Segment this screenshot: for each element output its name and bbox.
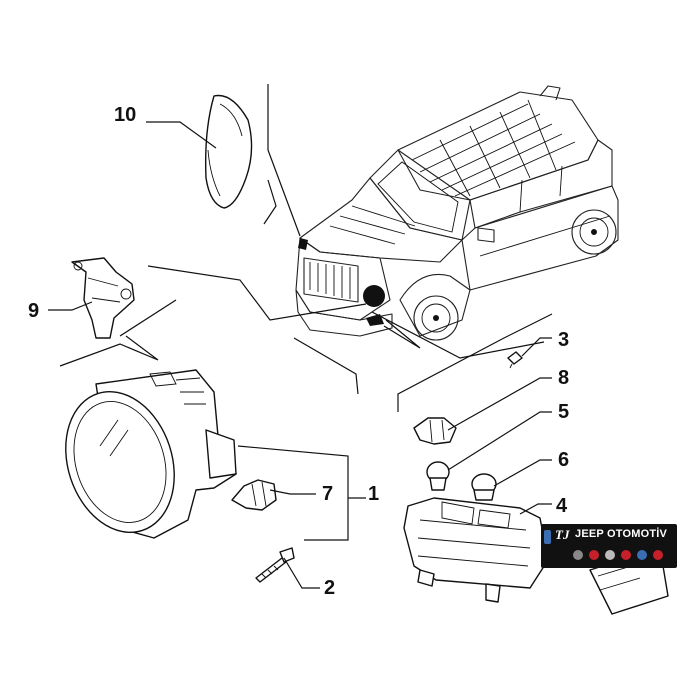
dealer-badge: TJ JEEP OTOMOTİV: [541, 524, 677, 568]
brand-logo-icon: [637, 550, 647, 560]
callout-1: 1: [368, 483, 379, 505]
brand-stripe: [544, 530, 551, 544]
side-marker-lamp: [204, 94, 253, 209]
leader-lines: [48, 84, 553, 589]
badge-monogram: TJ: [555, 527, 570, 542]
brand-logo-icon: [589, 550, 599, 560]
indicator-bulb: [471, 473, 497, 501]
callout-10: 10: [114, 104, 136, 126]
callout-3: 3: [558, 329, 569, 351]
grille-slots: [309, 262, 351, 299]
position-bulb: [426, 461, 450, 491]
callout-6: 6: [558, 449, 569, 471]
brand-logo-icon: [573, 550, 583, 560]
headlamp-assembly: [65, 369, 237, 539]
fog-lamp-bulb: [413, 417, 457, 445]
brand-logo-icon: [653, 550, 663, 560]
fog-lamp-assembly: [403, 497, 549, 603]
callout-labels: 10 9 3 8 5 6 7 1 4 2: [28, 104, 569, 599]
callout-9: 9: [28, 300, 39, 322]
brand-logo-icon: [605, 550, 615, 560]
small-screw: [507, 351, 523, 369]
callout-2: 2: [324, 577, 335, 599]
callout-8: 8: [558, 367, 569, 389]
brand-logos-row: [571, 548, 671, 562]
callout-7: 7: [322, 483, 333, 505]
brand-logo-icon: [621, 550, 631, 560]
headlamp-bulb: [231, 479, 277, 511]
callout-4: 4: [556, 495, 568, 517]
badge-title: JEEP OTOMOTİV: [575, 528, 668, 540]
headlamp-bracket: [71, 257, 135, 339]
vehicle-illustration: [295, 85, 619, 341]
callout-5: 5: [558, 401, 569, 423]
